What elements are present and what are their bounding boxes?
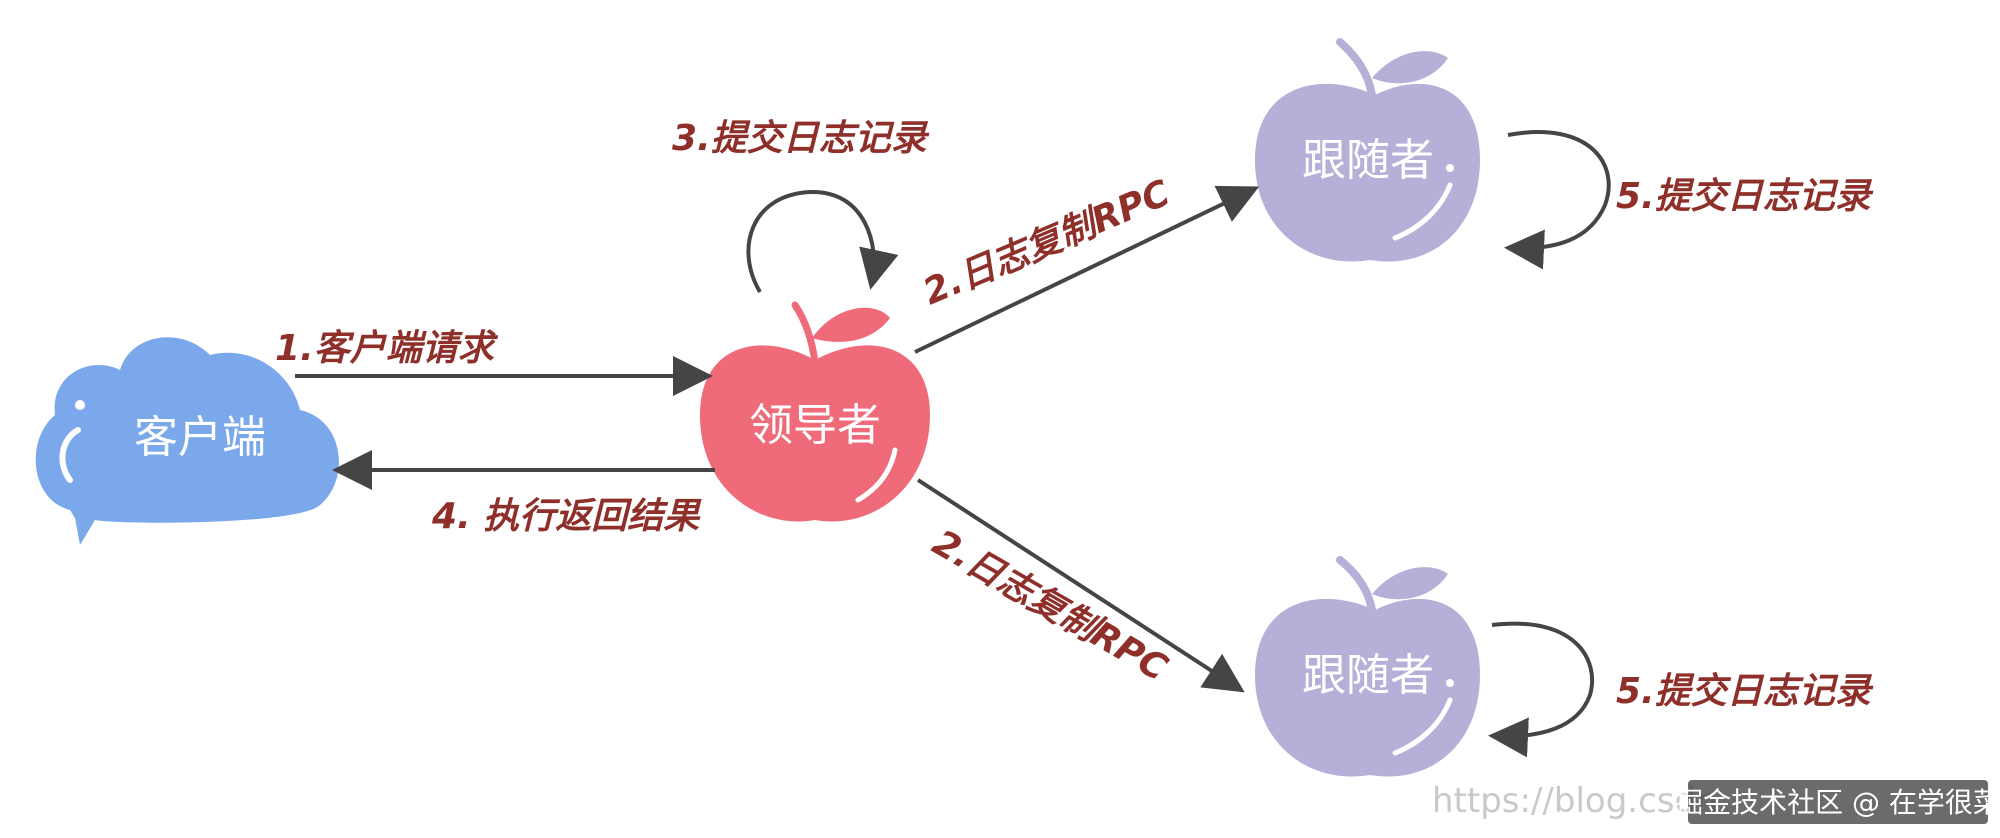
watermark: https://blog.csdn 掘金技术社区 @ 在学很菜 [1432, 780, 2000, 824]
cloud-highlight-icon [59, 427, 81, 483]
apple-shine-icon [1392, 182, 1453, 241]
apple-shine-dot-icon [1446, 679, 1454, 687]
arrow-replicate-top [914, 185, 1260, 354]
apple-icon [700, 345, 930, 522]
apple-stem-icon [1336, 38, 1376, 99]
apple-icon [1255, 83, 1480, 262]
arrow-follower-top-commit-loop [1504, 130, 1611, 270]
watermark-url: https://blog.csdn [1432, 781, 1718, 821]
client-label: 客户端 [134, 412, 266, 463]
cloud-highlight-dot-icon [75, 400, 85, 410]
leader-label: 领导者 [749, 400, 881, 451]
apple-shine-icon [1392, 697, 1453, 756]
arrow-follower-bottom-commit-loop [1488, 621, 1595, 758]
arrow-leader-commit-loop [746, 189, 899, 294]
step-replicate-bottom: 2.日志复制RPC [926, 522, 1175, 689]
step-client-request: 1.客户端请求 [275, 328, 499, 369]
apple-stem-icon [1336, 556, 1376, 614]
step-follower-bottom-commit: 5.提交日志记录 [1616, 671, 1874, 712]
watermark-credit: 掘金技术社区 @ 在学很菜 [1675, 786, 2000, 819]
watermark-credit-background [1688, 780, 1988, 824]
apple-shine-dot-icon [1446, 164, 1454, 172]
apple-stem-icon [791, 301, 819, 366]
step-return-result: 4. 执行返回结果 [431, 496, 702, 537]
arrow-replicate-bottom [916, 478, 1245, 693]
step-follower-top-commit: 5.提交日志记录 [1616, 176, 1874, 217]
cloud-icon [35, 337, 339, 545]
client-node: 客户端 [35, 337, 339, 545]
apple-leaf-icon [1372, 51, 1448, 84]
apple-icon [1255, 598, 1480, 777]
leader-node: 领导者 [700, 301, 930, 522]
apple-shine-icon [855, 447, 898, 503]
follower-bottom-label: 跟随者 [1302, 650, 1434, 701]
apple-leaf-icon [812, 307, 890, 342]
arrows [295, 130, 1611, 758]
step-leader-commit: 3.提交日志记录 [672, 118, 930, 159]
follower-top-node: 跟随者 [1255, 38, 1480, 262]
follower-top-label: 跟随者 [1302, 135, 1434, 186]
apple-leaf-icon [1372, 567, 1448, 600]
follower-bottom-node: 跟随者 [1255, 556, 1480, 777]
